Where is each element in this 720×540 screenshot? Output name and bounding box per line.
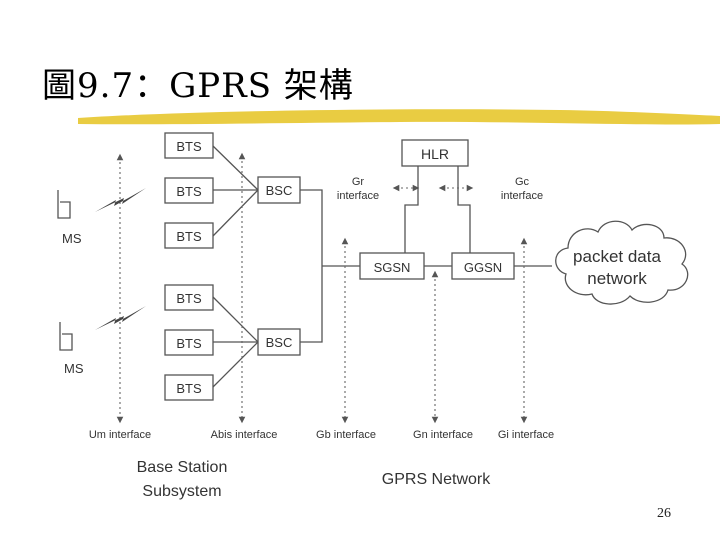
bts-label: BTS bbox=[176, 139, 202, 154]
bts-bsc-links-bottom bbox=[212, 296, 259, 388]
sgsn-label: SGSN bbox=[374, 260, 411, 275]
bts-box: BTS bbox=[164, 284, 214, 311]
hlr-label: HLR bbox=[421, 146, 449, 162]
bts-box: BTS bbox=[164, 222, 214, 249]
bsc-label: BSC bbox=[266, 183, 293, 198]
bss-group-label-2: Subsystem bbox=[142, 483, 221, 500]
bts-bsc-links-top bbox=[212, 145, 259, 237]
bts-box: BTS bbox=[164, 177, 214, 204]
ms-label-bottom: MS bbox=[64, 361, 84, 376]
packet-data-network-label-2: network bbox=[587, 269, 647, 288]
ms-label-top: MS bbox=[62, 231, 82, 246]
bsc-label: BSC bbox=[266, 335, 293, 350]
hlr-box: HLR bbox=[401, 139, 469, 167]
ggsn-box: GGSN bbox=[451, 252, 515, 280]
bts-box: BTS bbox=[164, 329, 214, 356]
bts-label: BTS bbox=[176, 229, 202, 244]
gr-interface-label-2: interface bbox=[337, 190, 379, 202]
gi-interface-label: Gi interface bbox=[498, 429, 554, 441]
bsc-box-bottom: BSC bbox=[257, 328, 301, 356]
slide-title: 圖9.7：GPRS 架構 bbox=[42, 66, 354, 106]
bts-box: BTS bbox=[164, 132, 214, 159]
bts-label: BTS bbox=[176, 184, 202, 199]
radio-link-icon-top bbox=[95, 188, 146, 212]
sgsn-box: SGSN bbox=[359, 252, 425, 280]
gprs-network-group-label: GPRS Network bbox=[382, 471, 491, 488]
bss-group-label-1: Base Station bbox=[137, 459, 228, 476]
page-number: 26 bbox=[657, 506, 671, 521]
um-interface-label: Um interface bbox=[89, 429, 151, 441]
gc-interface-label-1: Gc bbox=[515, 176, 530, 188]
packet-data-network-label-1: packet data bbox=[573, 247, 661, 266]
packet-data-network-cloud bbox=[555, 220, 689, 305]
bts-label: BTS bbox=[176, 336, 202, 351]
bsc-sgsn-links bbox=[300, 189, 360, 343]
bts-box: BTS bbox=[164, 374, 214, 401]
gr-interface-label-1: Gr bbox=[352, 176, 365, 188]
mobile-phone-icon-top bbox=[57, 190, 71, 219]
title-underline bbox=[78, 109, 720, 125]
gb-interface-label: Gb interface bbox=[316, 429, 376, 441]
bts-label: BTS bbox=[176, 381, 202, 396]
abis-interface-label: Abis interface bbox=[211, 429, 278, 441]
radio-link-icon-bottom bbox=[95, 306, 146, 330]
gc-interface-label-2: interface bbox=[501, 190, 543, 202]
gn-interface-label: Gn interface bbox=[413, 429, 473, 441]
core-links bbox=[404, 166, 552, 267]
mobile-phone-icon-bottom bbox=[59, 322, 73, 351]
ggsn-label: GGSN bbox=[464, 260, 502, 275]
bsc-box-top: BSC bbox=[257, 176, 301, 204]
bts-label: BTS bbox=[176, 291, 202, 306]
